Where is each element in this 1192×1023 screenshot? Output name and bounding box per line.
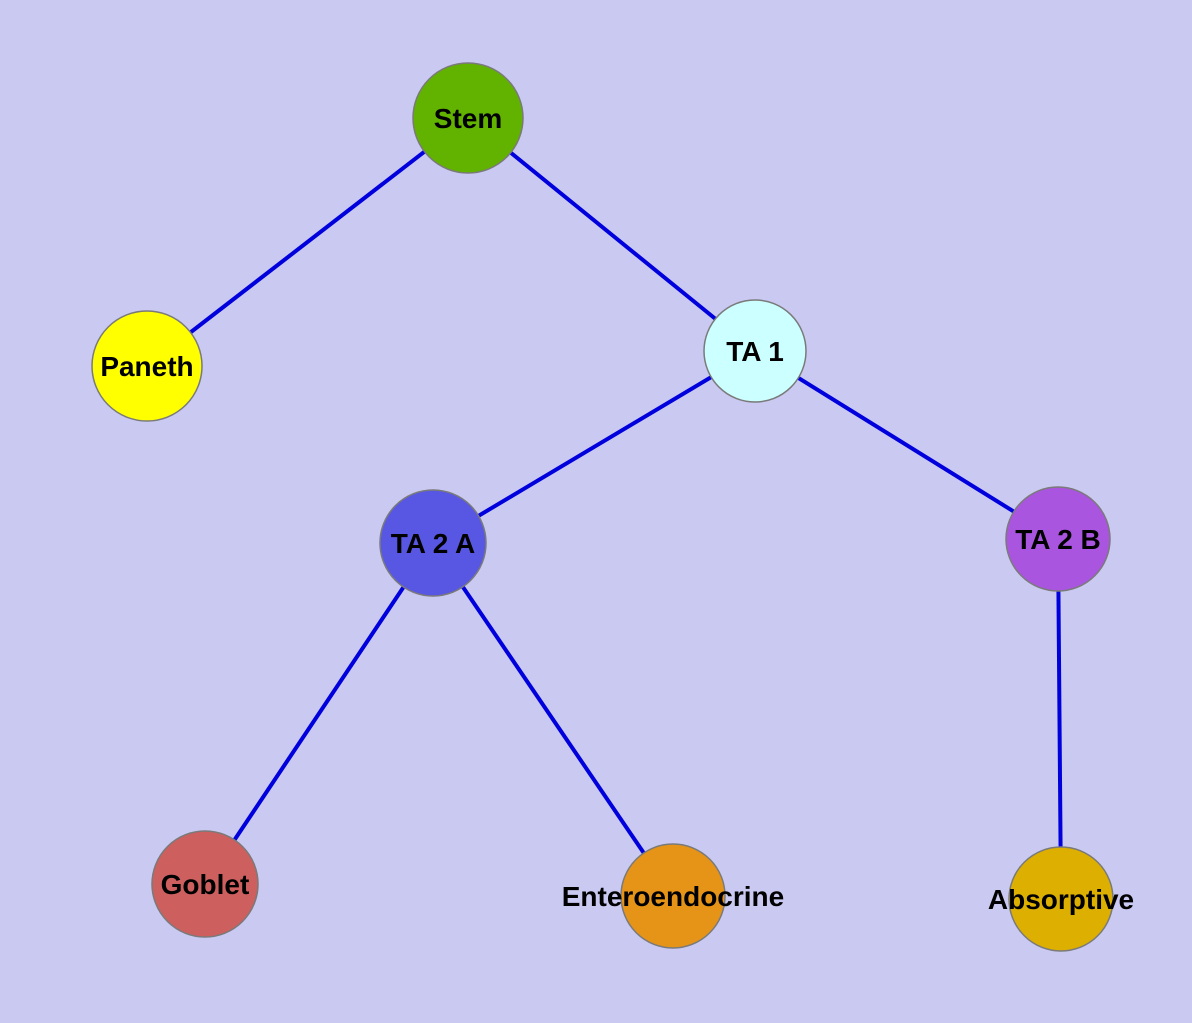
enteroendocrine-label: Enteroendocrine bbox=[562, 881, 784, 912]
ta2a-label: TA 2 A bbox=[391, 528, 476, 559]
ta1-label: TA 1 bbox=[726, 336, 784, 367]
edge-ta2a-enteroendocrine bbox=[431, 541, 675, 898]
paneth-label: Paneth bbox=[100, 351, 193, 382]
node-absorptive[interactable]: Absorptive bbox=[988, 846, 1134, 952]
enteroendocrine-circle[interactable] bbox=[620, 843, 726, 949]
node-paneth[interactable]: Paneth bbox=[91, 310, 203, 422]
goblet-label: Goblet bbox=[161, 869, 250, 900]
goblet-circle[interactable] bbox=[151, 830, 259, 938]
node-goblet[interactable]: Goblet bbox=[151, 830, 259, 938]
stem-circle[interactable] bbox=[412, 62, 524, 174]
node-ta1[interactable]: TA 1 bbox=[703, 299, 807, 403]
edge-ta2a-goblet bbox=[203, 541, 435, 886]
edge-stem-paneth bbox=[145, 116, 470, 368]
absorptive-circle[interactable] bbox=[1008, 846, 1114, 952]
paneth-circle[interactable] bbox=[91, 310, 203, 422]
edge-stem-ta1 bbox=[466, 116, 757, 353]
ta2b-circle[interactable] bbox=[1005, 486, 1111, 592]
node-ta2a[interactable]: TA 2 A bbox=[379, 489, 487, 597]
ta2a-circle[interactable] bbox=[379, 489, 487, 597]
node-ta2b[interactable]: TA 2 B bbox=[1005, 486, 1111, 592]
ta2b-label: TA 2 B bbox=[1015, 524, 1101, 555]
edge-ta1-ta2a bbox=[431, 349, 757, 545]
ta1-circle[interactable] bbox=[703, 299, 807, 403]
stem-label: Stem bbox=[434, 103, 502, 134]
node-stem[interactable]: Stem bbox=[412, 62, 524, 174]
edge-ta2b-absorptive bbox=[1056, 538, 1063, 900]
edge-ta1-ta2b bbox=[753, 349, 1060, 541]
node-enteroendocrine[interactable]: Enteroendocrine bbox=[562, 843, 784, 949]
absorptive-label: Absorptive bbox=[988, 884, 1134, 915]
